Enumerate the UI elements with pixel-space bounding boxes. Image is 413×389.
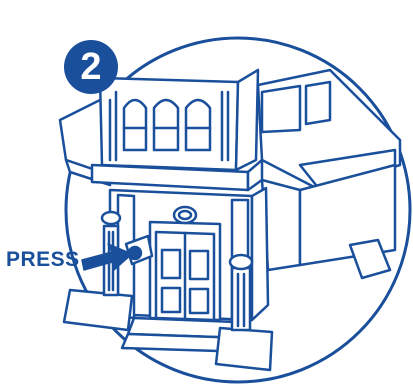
press-label: PRESS — [6, 248, 80, 272]
step-number-badge: 2 — [64, 40, 118, 94]
